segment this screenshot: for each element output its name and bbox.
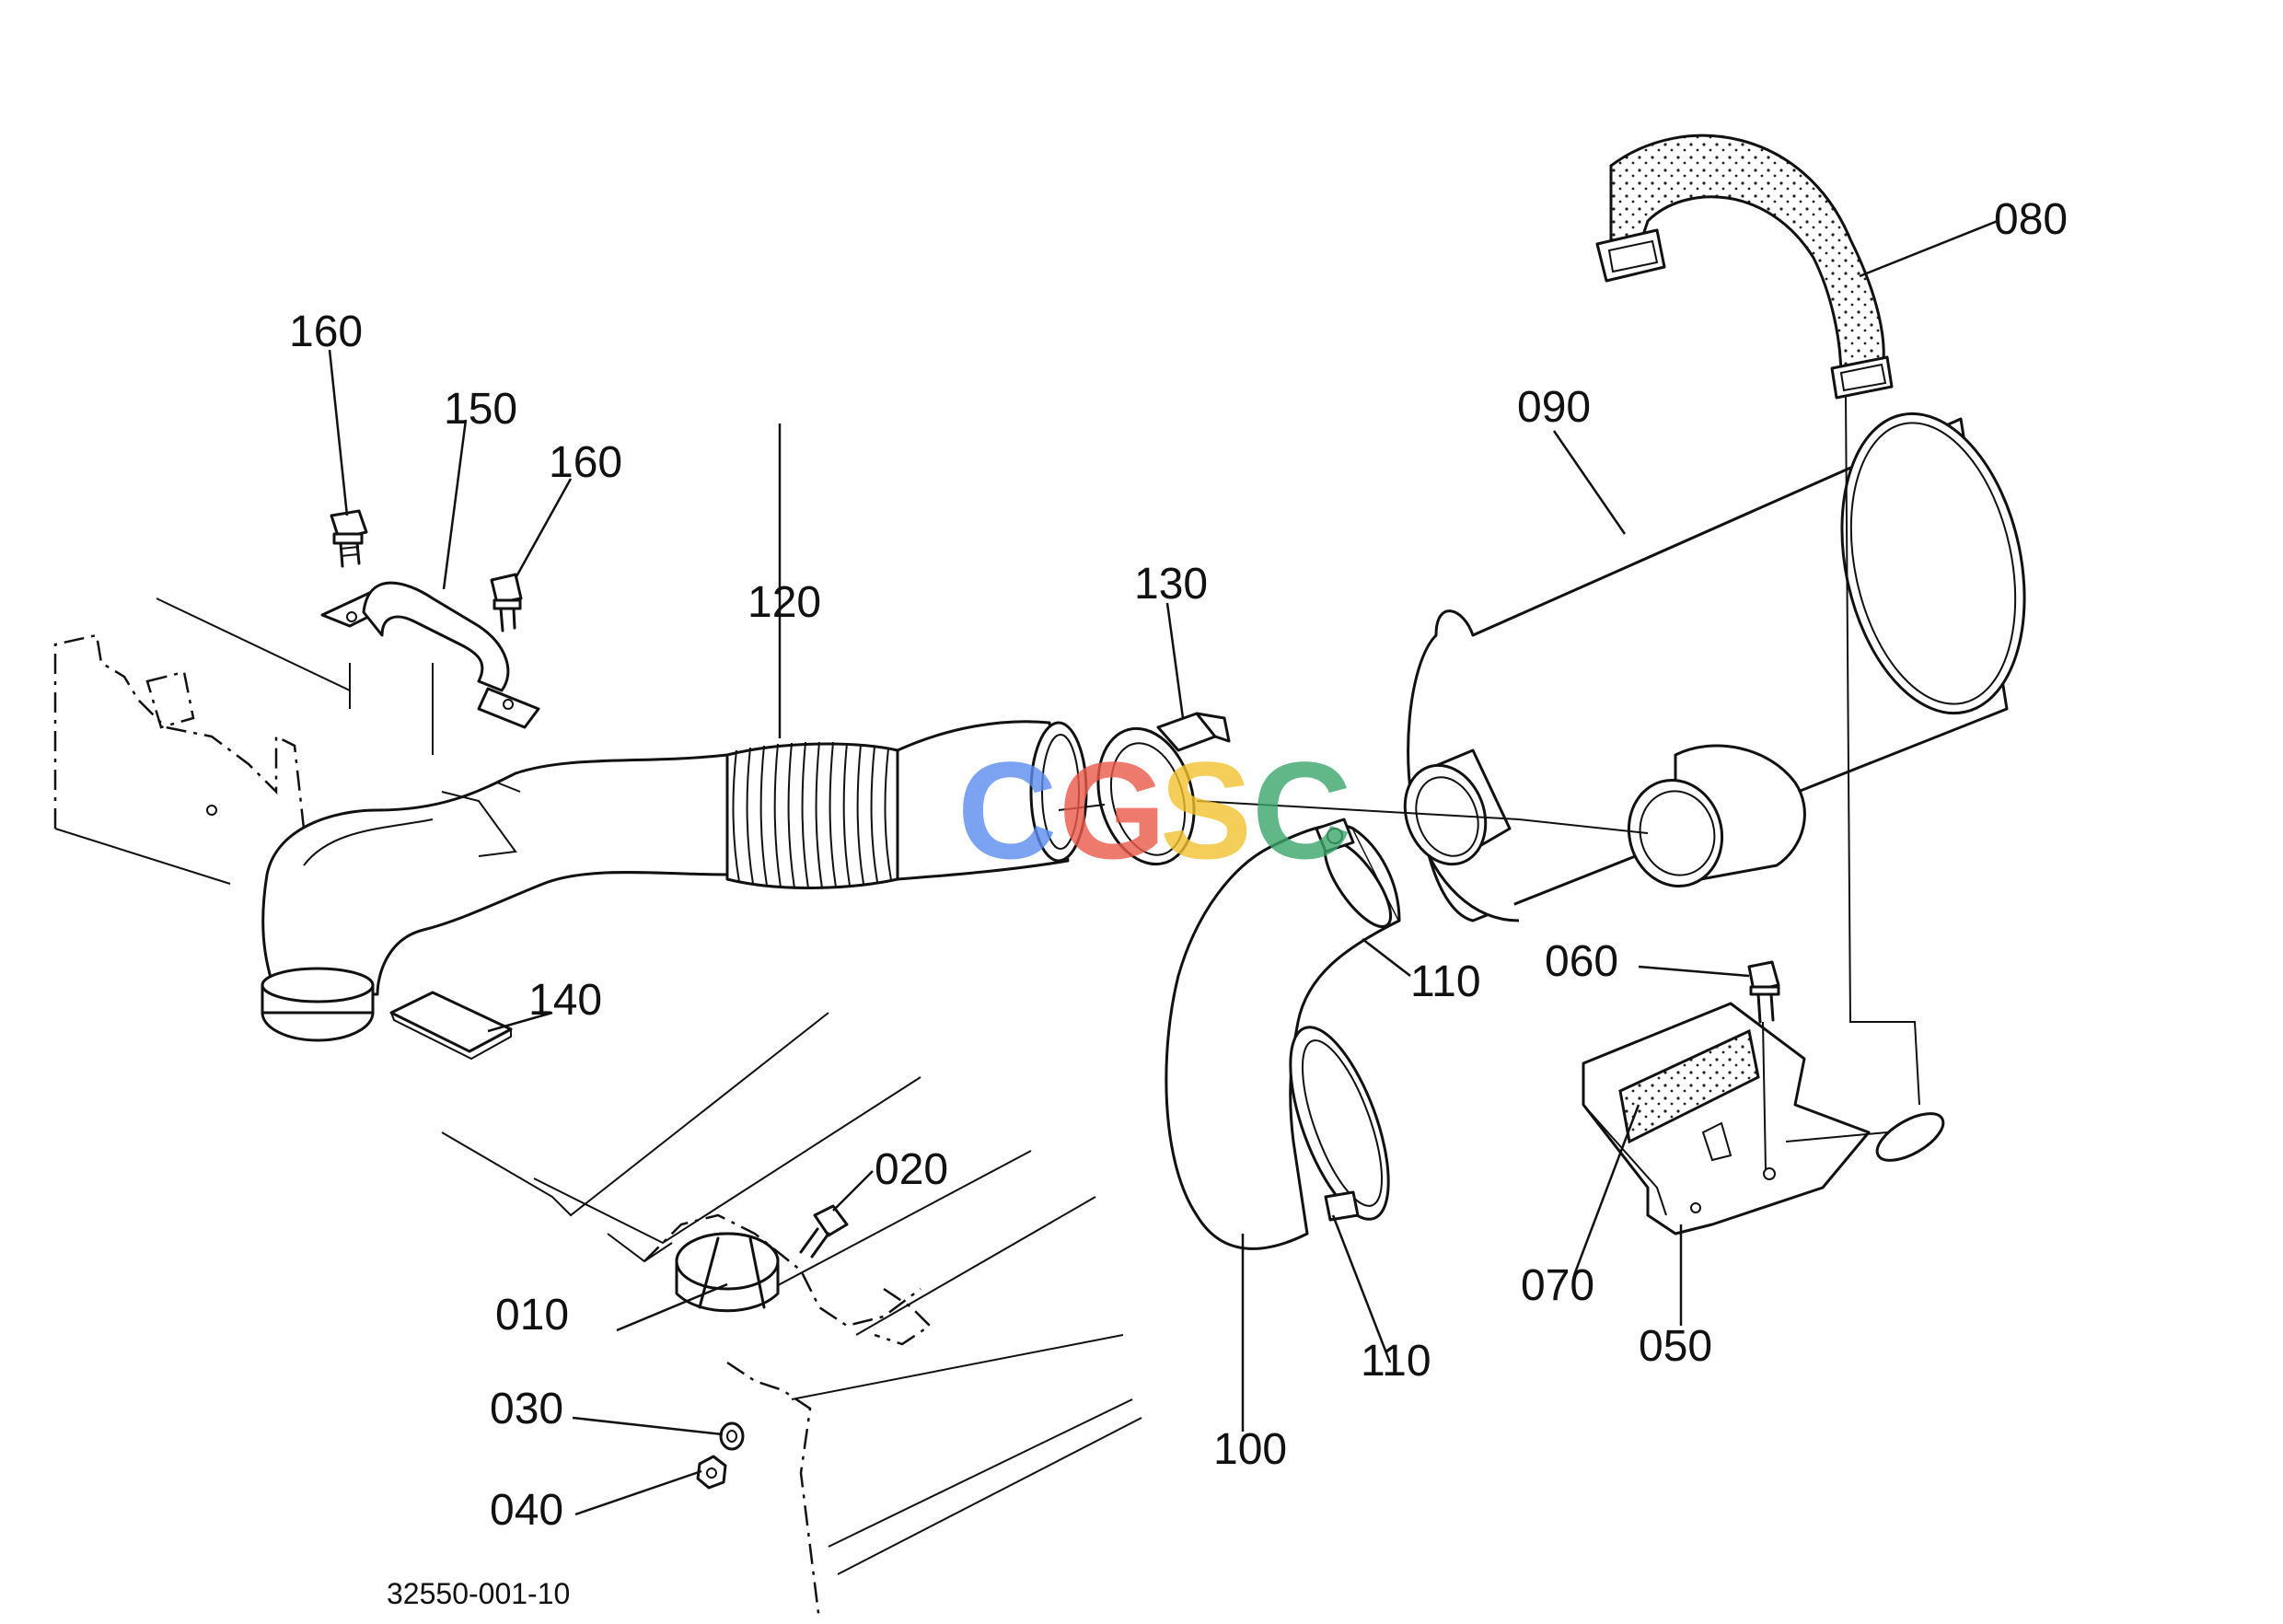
bolt-060 — [1747, 960, 1780, 1024]
leader-lines — [328, 219, 1999, 1516]
label-110: 110 — [1361, 1337, 1431, 1386]
label-140: 140 — [528, 976, 602, 1025]
label-110: 110 — [1410, 957, 1481, 1006]
pad-070 — [1618, 1028, 1760, 1144]
label-150: 150 — [444, 385, 517, 434]
frame-outline — [53, 597, 434, 885]
bolt-060-axis — [1762, 1021, 1767, 1170]
watermark-letter: C — [957, 733, 1057, 887]
bracket-150 — [320, 581, 540, 729]
strap-080 — [1595, 133, 1894, 400]
watermark-letter: S — [1160, 733, 1252, 887]
label-050: 050 — [1639, 1322, 1712, 1371]
watermark-logo: C G S C — [957, 733, 1351, 887]
washer-030 — [719, 1421, 745, 1451]
label-030: 030 — [490, 1385, 563, 1433]
bolt-020 — [799, 1204, 849, 1259]
label-070: 070 — [1521, 1261, 1594, 1310]
bolt-160-right — [490, 573, 523, 632]
elbow-hose-100 — [1165, 823, 1401, 1250]
air-cleaner-090 — [1196, 412, 2026, 922]
intake-hose-120 — [261, 720, 1088, 1042]
drawing-code: 32550-001-10 — [387, 1577, 570, 1610]
label-100: 100 — [1213, 1425, 1287, 1474]
clamp-130 — [1058, 712, 1231, 866]
nut-040 — [696, 1455, 727, 1490]
label-060: 060 — [1545, 937, 1618, 986]
label-010: 010 — [495, 1291, 569, 1340]
hose-clamp-110-lower — [1324, 1190, 1360, 1222]
label-130: 130 — [1134, 560, 1208, 609]
part-labels: 160 150 160 120 130 090 080 060 110 140 … — [289, 195, 2068, 1535]
label-120: 120 — [747, 578, 821, 627]
bolt-160-left — [330, 509, 368, 568]
label-090: 090 — [1517, 383, 1591, 432]
label-080: 080 — [1994, 195, 2068, 244]
label-040: 040 — [490, 1486, 563, 1535]
assembly-line — [1845, 395, 1920, 1106]
label-020: 020 — [875, 1145, 948, 1194]
mount-bracket-050 — [1582, 1002, 1945, 1235]
label-160: 160 — [549, 438, 622, 487]
cap-010 — [675, 1232, 780, 1313]
engine-cover-outline — [441, 1012, 1142, 1621]
label-160: 160 — [289, 307, 363, 356]
pad-140 — [389, 991, 513, 1061]
watermark-letter: C — [1252, 733, 1351, 887]
hose-clamp-110-upper — [1315, 818, 1355, 853]
watermark-letter: G — [1059, 733, 1166, 887]
